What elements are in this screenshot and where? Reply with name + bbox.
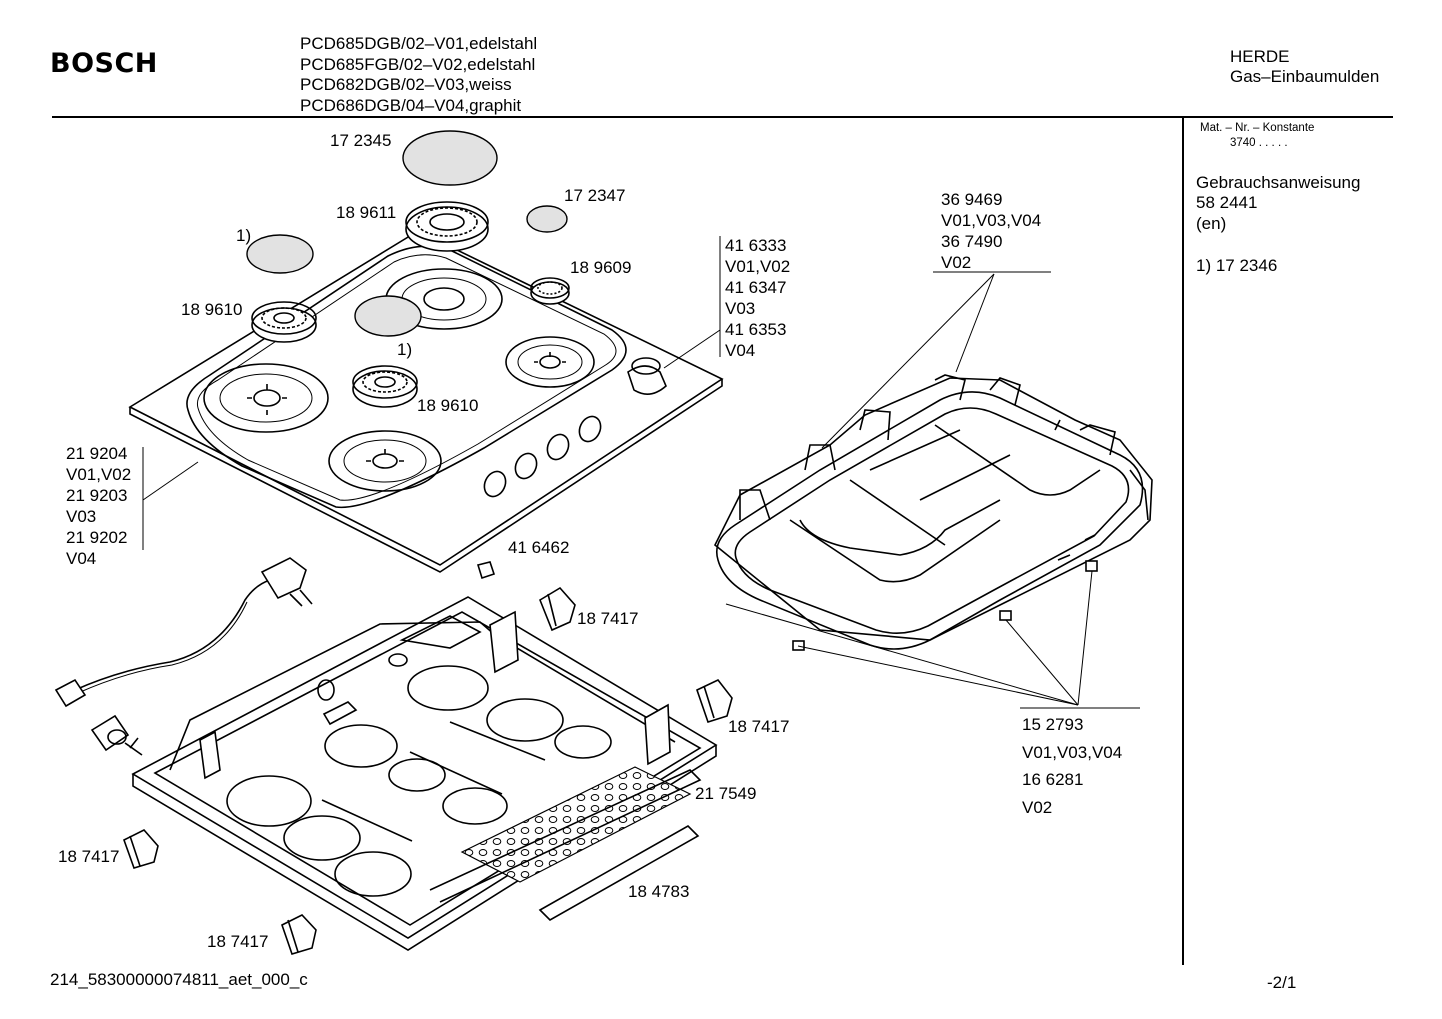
part-label: 18 9610: [181, 300, 243, 319]
part-label: 18 7417: [728, 717, 790, 736]
variant-label: V03: [66, 507, 97, 526]
product-category: HERDE Gas–Einbaumulden: [1230, 47, 1379, 87]
part-label: 21 9202: [66, 528, 128, 547]
part-label: 18 9611: [336, 203, 397, 222]
hob-part-group: 21 9204 V01,V02 21 9203 V03 21 9202 V04: [66, 443, 131, 569]
part-label: 17 2347: [564, 186, 626, 205]
footnote-marker: 1): [236, 226, 252, 245]
part-label: 21 7549: [695, 784, 757, 803]
category-line: Gas–Einbaumulden: [1230, 67, 1380, 86]
grate-part-group: 36 9469 V01,V03,V04 36 7490 V02: [941, 189, 1041, 273]
feet-part-group: 15 2793 V01,V03,V04 16 6281 V02: [1022, 711, 1122, 821]
part-label: 36 7490: [941, 232, 1003, 251]
footnote: 1) 17 2346: [1196, 256, 1278, 275]
category-line: HERDE: [1230, 47, 1290, 66]
footnote-marker: 1): [397, 340, 413, 359]
variant-label: V02: [941, 253, 972, 272]
mat-value: 3740 . . . . .: [1230, 137, 1288, 149]
pan-grate: [552, 374, 1153, 651]
part-label: 18 7417: [58, 847, 120, 866]
model-line: PCD682DGB/02–V03,weiss: [300, 75, 512, 94]
part-label: 16 6281: [1022, 770, 1084, 789]
part-label: 41 6333: [725, 236, 787, 255]
leader-lines-left: [142, 236, 721, 550]
part-label: 18 7417: [207, 932, 269, 951]
burner-parts: [246, 130, 570, 408]
model-line: PCD685FGB/02–V02,edelstahl: [300, 54, 536, 74]
variant-label: V04: [66, 549, 97, 568]
part-label: 17 2345: [330, 131, 392, 150]
manual-title: Gebrauchsanweisung: [1196, 173, 1361, 192]
variant-label: V01,V03,V04: [1022, 742, 1123, 762]
part-label: 41 6353: [725, 320, 787, 339]
leader-lines-right: [725, 271, 1140, 709]
variant-label: V01,V02: [66, 465, 132, 484]
variant-label: V01,V03,V04: [941, 211, 1042, 230]
part-label: 18 9610: [417, 396, 479, 415]
mat-label: Mat. – Nr. – Konstante: [1200, 122, 1315, 134]
spring-clips: [123, 561, 733, 955]
page-number: -2/1: [1267, 973, 1297, 992]
part-label: 21 9203: [66, 486, 128, 505]
part-label: 15 2793: [1022, 715, 1084, 734]
power-cable: [54, 557, 313, 708]
part-label: 18 4783: [628, 882, 690, 901]
seal-strip: [538, 825, 700, 921]
igniter-unit: [90, 714, 143, 756]
variant-label: V01,V02: [725, 257, 791, 276]
bottom-tray: [131, 596, 718, 951]
part-label: 41 6347: [725, 278, 787, 297]
document-id: 214_58300000074811_aet_000_c: [50, 970, 308, 989]
part-label: 41 6462: [508, 538, 570, 557]
part-label: 18 9609: [570, 258, 632, 277]
part-label: 21 9204: [66, 444, 128, 463]
manual-number: 58 2441: [1196, 193, 1258, 212]
variant-label: V03: [725, 299, 756, 318]
model-line: PCD685DGB/02–V01,edelstahl: [300, 34, 538, 53]
model-list: PCD685DGB/02–V01,edelstahl PCD685FGB/02–…: [300, 34, 537, 116]
variant-label: V04: [725, 341, 756, 360]
knob-part-group: 41 6333 V01,V02 41 6347 V03 41 6353 V04: [725, 235, 790, 361]
part-label: 36 9469: [941, 190, 1003, 209]
manual-lang: (en): [1196, 214, 1227, 233]
brand-logo: BOSCH: [50, 48, 158, 79]
part-label: 18 7417: [577, 609, 639, 628]
model-line: PCD686DGB/04–V04,graphit: [300, 95, 522, 115]
variant-label: V02: [1022, 797, 1053, 817]
